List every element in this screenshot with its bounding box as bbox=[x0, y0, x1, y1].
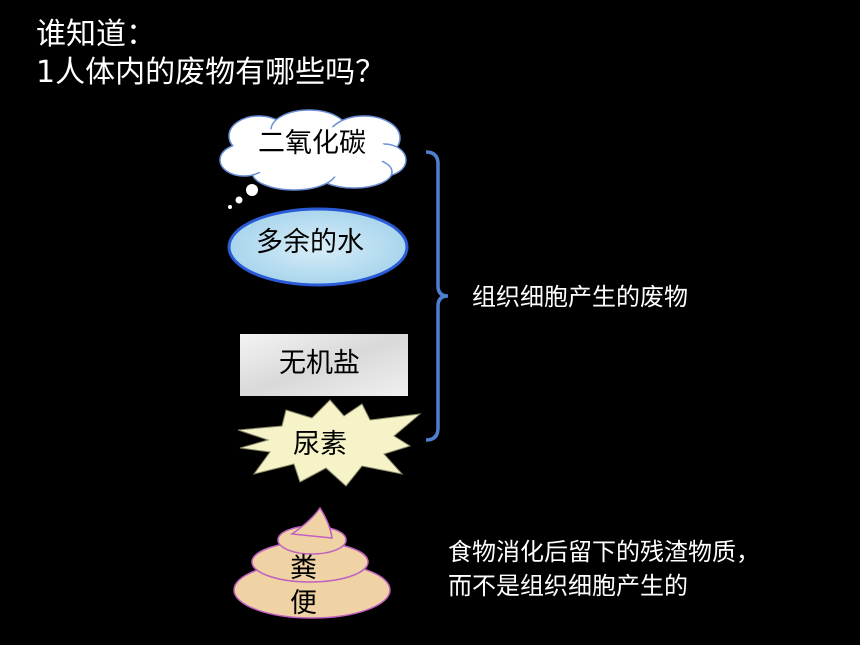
label-carbon-dioxide: 二氧化碳 bbox=[258, 128, 366, 159]
feces-swirl-shape bbox=[233, 506, 391, 619]
brace-caption: 组织细胞产生的废物 bbox=[472, 283, 688, 311]
question-line-2: 1人体内的废物有哪些吗？ bbox=[36, 55, 386, 90]
right-brace bbox=[425, 150, 449, 442]
question-line-1: 谁知道： bbox=[36, 17, 156, 52]
thought-cloud-shape bbox=[219, 109, 407, 209]
label-feces-2: 便 bbox=[290, 588, 317, 619]
salt-rectangle-shape bbox=[240, 334, 408, 396]
water-ellipse-shape bbox=[227, 207, 409, 287]
feces-note-line-1: 食物消化后留下的残渣物质， bbox=[448, 538, 760, 566]
label-inorganic-salt: 无机盐 bbox=[279, 348, 360, 379]
label-excess-water: 多余的水 bbox=[256, 227, 364, 258]
feces-note-line-2: 而不是组织细胞产生的 bbox=[448, 572, 688, 600]
urea-starburst-shape bbox=[237, 399, 422, 487]
label-feces-1: 粪 bbox=[290, 553, 317, 584]
label-urea: 尿素 bbox=[293, 429, 347, 460]
